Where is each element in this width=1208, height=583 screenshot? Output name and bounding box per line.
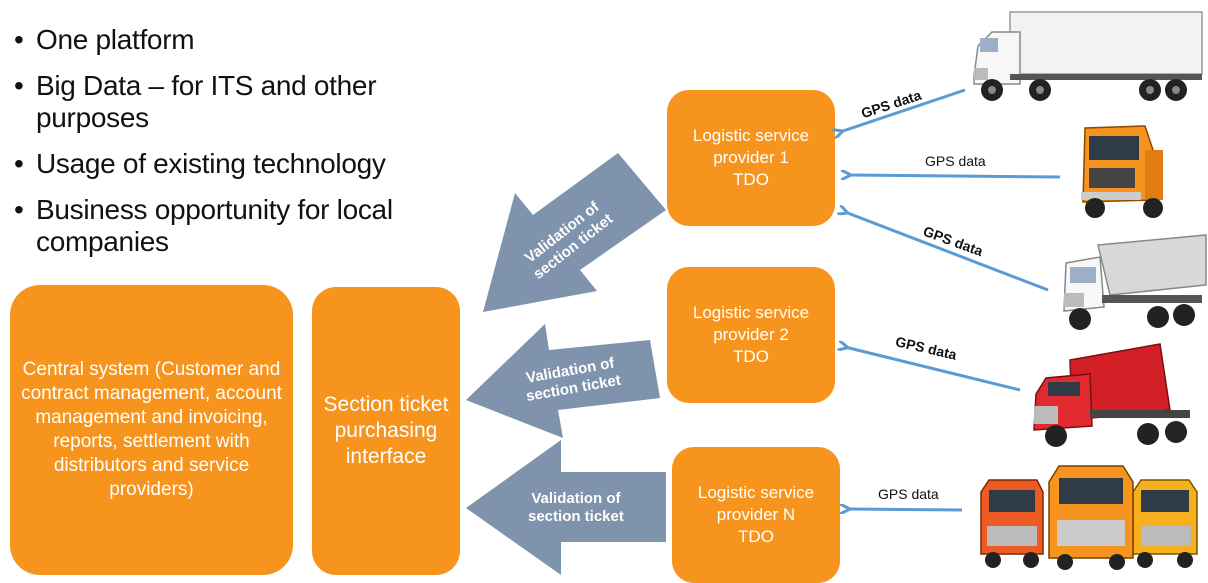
section-ticket-label: Section ticket purchasing interface	[323, 393, 449, 468]
provider-label: provider 2	[713, 325, 789, 344]
validation-arrow-3	[466, 440, 666, 575]
validation-arrow-2	[466, 324, 660, 438]
provider-label: provider 1	[713, 148, 789, 167]
validation-arrow-1	[483, 153, 666, 312]
bullet-item: •Usage of existing technology	[14, 148, 386, 179]
provider-label: TDO	[733, 347, 769, 366]
section-ticket-box: Section ticket purchasing interface	[312, 287, 460, 575]
provider-label: TDO	[738, 527, 774, 546]
white-semi-truck-icon	[973, 11, 1203, 101]
provider-2-box: Logistic service provider 2 TDO	[667, 267, 835, 403]
white-dump-truck-icon	[1063, 234, 1207, 330]
validation-label-3: Validation of section ticket	[528, 490, 624, 525]
provider-label: TDO	[733, 170, 769, 189]
gps-arrow	[847, 509, 963, 510]
bullet-item: •Big Data – for ITS and other purposes	[14, 70, 377, 133]
central-system-label: Central system (Customer and contract ma…	[21, 359, 282, 500]
provider-n-box: Logistic service provider N TDO	[672, 447, 840, 583]
orange-truck-cab-icon	[1081, 125, 1163, 218]
benefits-list: •One platform •Big Data – for ITS and ot…	[10, 24, 440, 272]
gps-arrow	[840, 88, 966, 132]
gps-label: GPS data	[878, 486, 939, 502]
provider-label: Logistic service	[697, 483, 815, 502]
gps-label: GPS data	[925, 153, 986, 169]
gps-arrow	[848, 175, 1061, 177]
three-trucks-icon	[980, 465, 1198, 570]
central-system-box: Central system (Customer and contract ma…	[10, 285, 293, 575]
red-truck-cab-icon	[1033, 343, 1190, 447]
provider-label: Logistic service	[692, 303, 810, 322]
provider-label: Logistic service	[692, 126, 810, 145]
bullet-item: •Business opportunity for local companie…	[14, 194, 393, 257]
gps-arrow	[845, 212, 1049, 292]
gps-arrow	[845, 347, 1021, 392]
provider-label: provider N	[716, 505, 796, 524]
provider-1-box: Logistic service provider 1 TDO	[667, 90, 835, 226]
bullet-item: •One platform	[14, 24, 195, 55]
